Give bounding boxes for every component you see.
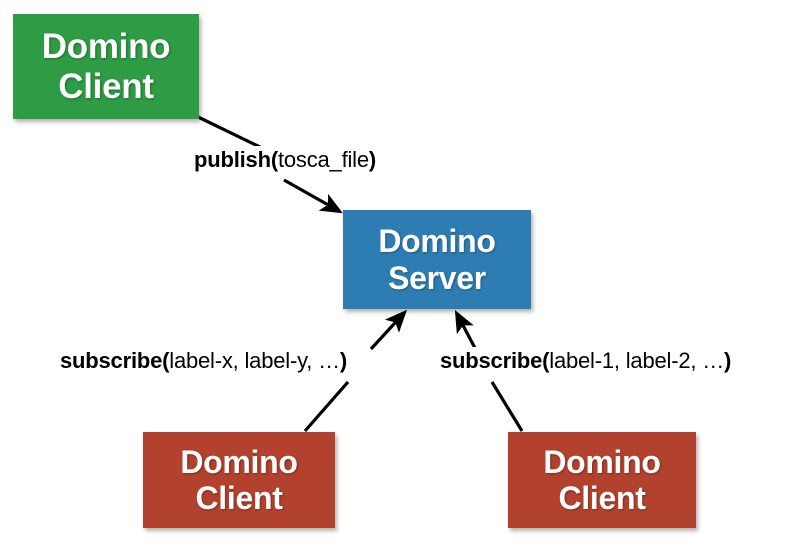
subscribe-edge-right-label-close: ) (724, 348, 732, 373)
subscribe-edge-left-label-arg: label-x, label-y, … (169, 348, 340, 373)
publish-edge-label-arg: tosca_file (277, 147, 369, 172)
publish-edge-label-close: ) (368, 147, 377, 172)
node-label-line1: Domino (378, 223, 496, 260)
node-domino-client-publisher[interactable]: Domino Client (13, 14, 199, 119)
node-label-line2: Client (58, 66, 154, 106)
node-label-line1: Domino (180, 443, 298, 480)
node-domino-client-subscriber-left[interactable]: Domino Client (143, 432, 335, 528)
subscribe-edge-right-segment-upper (454, 310, 478, 351)
subscribe-edge-right-label: subscribe(label-1, label-2, …) (437, 347, 735, 375)
publish-edge-segment-lower (283, 178, 343, 214)
subscribe-edge-left-label-close: ) (339, 348, 348, 373)
subscribe-edge-right-label-arg: label-1, label-2, … (549, 348, 725, 373)
publish-edge-segment-upper (195, 114, 263, 150)
node-label-line1: Domino (543, 443, 661, 480)
subscribe-edge-right-segment-lower (490, 381, 524, 432)
node-label-line2: Client (195, 480, 283, 516)
publish-edge-label: publish(tosca_file) (191, 146, 380, 174)
node-domino-client-subscriber-right[interactable]: Domino Client (508, 432, 696, 528)
publish-edge-label-call: publish( (194, 147, 278, 172)
subscribe-edge-left-segment-lower (303, 380, 350, 433)
subscribe-edge-right-label-call: subscribe( (440, 348, 550, 373)
node-label-line1: Domino (41, 26, 171, 66)
subscribe-edge-left-label-call: subscribe( (60, 348, 170, 373)
node-domino-server[interactable]: Domino Server (343, 210, 531, 309)
node-label-line2: Server (388, 259, 486, 296)
subscribe-edge-left-label: subscribe(label-x, label-y, …) (57, 347, 351, 375)
node-label-line2: Client (558, 480, 646, 516)
subscribe-edge-left-segment-upper (369, 309, 408, 351)
